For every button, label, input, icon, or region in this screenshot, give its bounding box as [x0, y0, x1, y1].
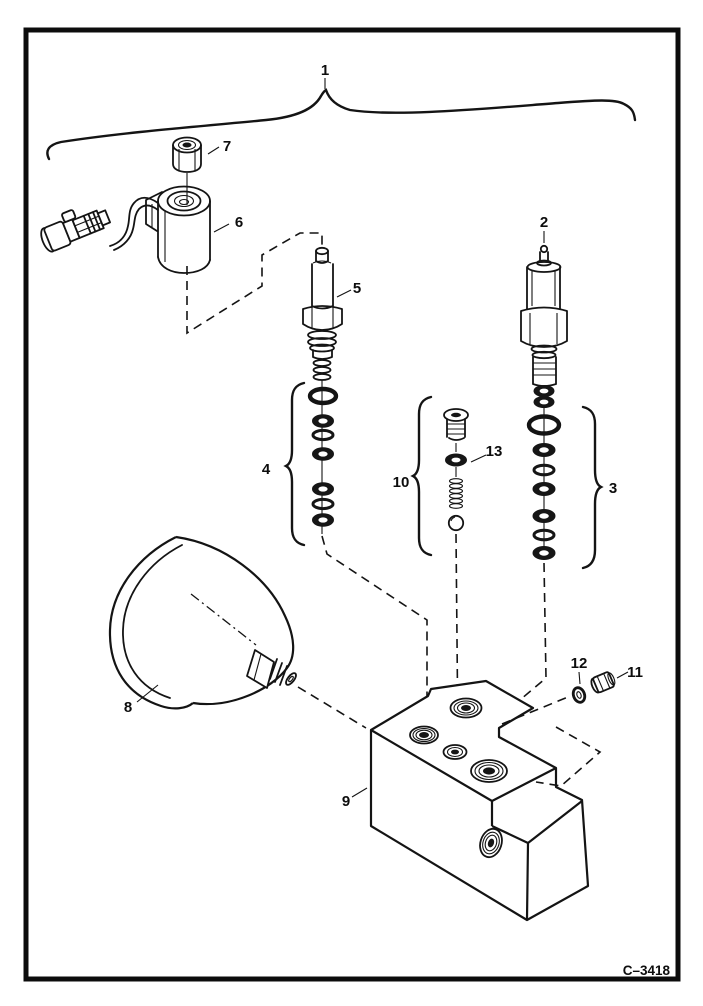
port-o-ring [571, 686, 587, 704]
check-ball [447, 514, 465, 532]
solenoid-alignment-dashes [186, 232, 323, 335]
seal-ring [532, 546, 556, 560]
callout-12: 12 [571, 655, 588, 672]
plug-o-ring [445, 453, 467, 467]
seal-ring [533, 385, 555, 397]
group-10-brace [410, 395, 433, 557]
seal-ring [533, 396, 555, 408]
group-4-brace [283, 381, 306, 547]
backup-washer [311, 428, 335, 442]
plug-alignment-dashes [501, 696, 569, 725]
backup-washer [532, 463, 556, 477]
valve-manifold-block [369, 679, 590, 922]
accumulator-fitting [246, 649, 297, 689]
diagram-border [23, 27, 681, 982]
seal-ring [532, 443, 556, 457]
check-valve-alignment-dashes [455, 533, 459, 745]
callout-7: 7 [223, 138, 231, 155]
callout-11: 11 [627, 664, 643, 681]
drawing-code: C–3418 [623, 963, 671, 978]
o-ring [307, 386, 339, 406]
callout-10: 10 [393, 474, 410, 491]
front-threaded-port [479, 827, 503, 859]
seal-kit-stack-4 [283, 380, 339, 547]
plug-port-dashes [535, 726, 602, 787]
check-valve-group [410, 395, 469, 557]
coil-wire [109, 196, 159, 251]
group-3-brace [581, 405, 604, 570]
accumulator [108, 535, 297, 710]
callout-2: 2 [540, 214, 548, 231]
backup-washer [311, 497, 335, 511]
threaded-port [470, 759, 508, 783]
callout-13: 13 [486, 443, 503, 460]
backup-washer [532, 528, 556, 542]
seal-ring [312, 482, 334, 496]
solenoid-coil [145, 185, 211, 274]
accumulator-alignment-dashes [297, 686, 367, 729]
check-valve-bore [442, 744, 468, 760]
threaded-port [409, 725, 439, 745]
callout-5: 5 [353, 280, 361, 297]
callout-9: 9 [342, 793, 350, 810]
seal-ring [312, 414, 334, 428]
check-spring [448, 478, 464, 509]
wire-connector [40, 209, 111, 253]
callout-1: 1 [321, 62, 329, 79]
assembly-brace [46, 78, 637, 161]
callout-6: 6 [235, 214, 243, 231]
port-plug [590, 671, 616, 694]
stem-alignment-dashes [321, 535, 428, 722]
o-ring [526, 414, 562, 436]
seal-kit-stack-3 [526, 405, 604, 570]
seal-ring [532, 509, 556, 523]
callout-leaders [136, 146, 629, 798]
callout-3: 3 [609, 480, 617, 497]
seal-ring [312, 447, 334, 461]
coil-nut [172, 136, 202, 205]
seal-ring [312, 513, 334, 527]
socket-plug [443, 408, 469, 441]
solenoid-valve-stem [302, 246, 343, 381]
seal-ring [532, 482, 556, 496]
threaded-port [449, 697, 483, 719]
relief-valve [520, 231, 568, 408]
callout-8: 8 [124, 699, 132, 716]
callout-4: 4 [262, 461, 271, 478]
